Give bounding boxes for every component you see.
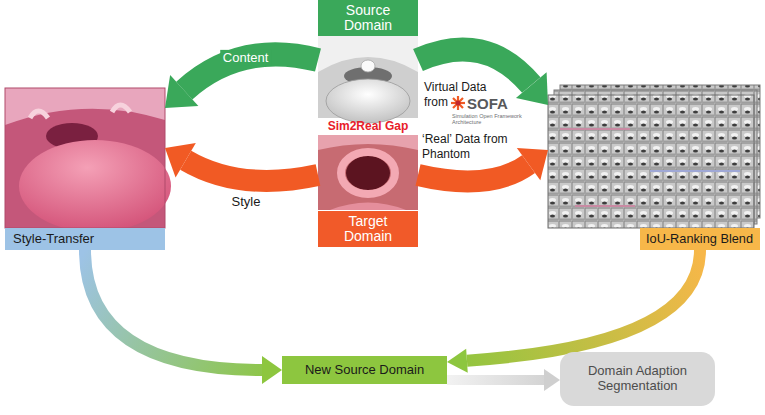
label-anchor: Style: [228, 194, 263, 210]
render-tongue: [326, 79, 410, 123]
method-panel: Style-Transfer: [5, 88, 165, 250]
arrow-body: [467, 250, 700, 361]
arrow-head: [165, 75, 198, 108]
image-tooth: [112, 105, 130, 112]
arrow-body: [447, 375, 544, 385]
arrow-body: [186, 160, 318, 181]
flow-arrow: [85, 250, 282, 384]
arrow-head: [165, 143, 196, 178]
panel-caption: Source Domain: [318, 0, 418, 36]
arrow-head: [447, 349, 468, 373]
photo-ground: [318, 135, 418, 210]
edge-label: Style: [228, 194, 263, 210]
arrow-head: [517, 148, 548, 180]
label-anchor: Virtual Data from: [424, 80, 502, 110]
arrow-head: [544, 369, 560, 391]
photo-tongue: [330, 203, 406, 211]
panel-caption: Target Domain: [318, 211, 418, 247]
image-tongue: [19, 140, 171, 232]
blend-collage: [548, 85, 760, 228]
collage-sheet: [548, 95, 754, 228]
style-transfer-image: [5, 88, 171, 232]
image-tooth: [30, 111, 48, 118]
edge-label: ‘Real’ Data from Phantom: [422, 132, 510, 162]
logo-core: [456, 101, 461, 106]
label-anchor: Sim2Real Gap: [328, 120, 409, 134]
panel-caption: Style-Transfer: [5, 228, 165, 250]
image-frame: [5, 88, 165, 228]
label-anchor: SOFA: [467, 95, 508, 112]
collage-strip: [650, 170, 740, 172]
box-label: Domain Adaption Segmentation: [568, 364, 707, 394]
photo-palate: [318, 135, 418, 150]
label-anchor: Content: [220, 50, 272, 66]
task-box: Domain Adaption Segmentation: [560, 352, 715, 406]
collage-strip: [575, 205, 635, 207]
logo-mark: [451, 96, 465, 110]
label-anchor: ‘Real’ Data from Phantom: [422, 132, 510, 162]
method-panel: IoU-Ranking Blend: [548, 85, 760, 250]
arrow-body: [418, 164, 529, 181]
domain-box: Target Domain: [318, 135, 418, 247]
result-box: New Source Domain: [282, 356, 447, 384]
edge-label: Content: [220, 50, 272, 66]
render-palate: [318, 36, 418, 72]
arrow-body: [418, 49, 531, 85]
logo-ray: [453, 98, 463, 108]
arrow-head: [516, 72, 548, 105]
domain-box: Source Domain: [318, 0, 418, 118]
photo-ring: [341, 152, 395, 194]
edge-label: Virtual Data from: [424, 80, 502, 110]
gap-label: Sim2Real Gap: [328, 120, 409, 134]
flow-arrow: [447, 369, 560, 391]
arrow-body: [85, 250, 262, 370]
phantom-photo: [318, 135, 418, 210]
logo-subtitle: Simulation Open Framework Architecture: [452, 113, 547, 126]
panel-caption: IoU-Ranking Blend: [640, 228, 760, 250]
box-label: New Source Domain: [305, 363, 424, 378]
flow-arrow: [165, 143, 318, 181]
image-palate: [5, 88, 165, 125]
virtual-render: [318, 36, 418, 123]
logo-ray: [453, 98, 463, 108]
render-uvula: [361, 60, 375, 72]
logo-text: SOFA: [467, 95, 508, 112]
collage-strip: [560, 128, 630, 130]
label-anchor: Simulation Open Framework Architecture: [452, 113, 547, 126]
arrow-head: [262, 356, 282, 384]
photo-throat: [346, 156, 390, 190]
